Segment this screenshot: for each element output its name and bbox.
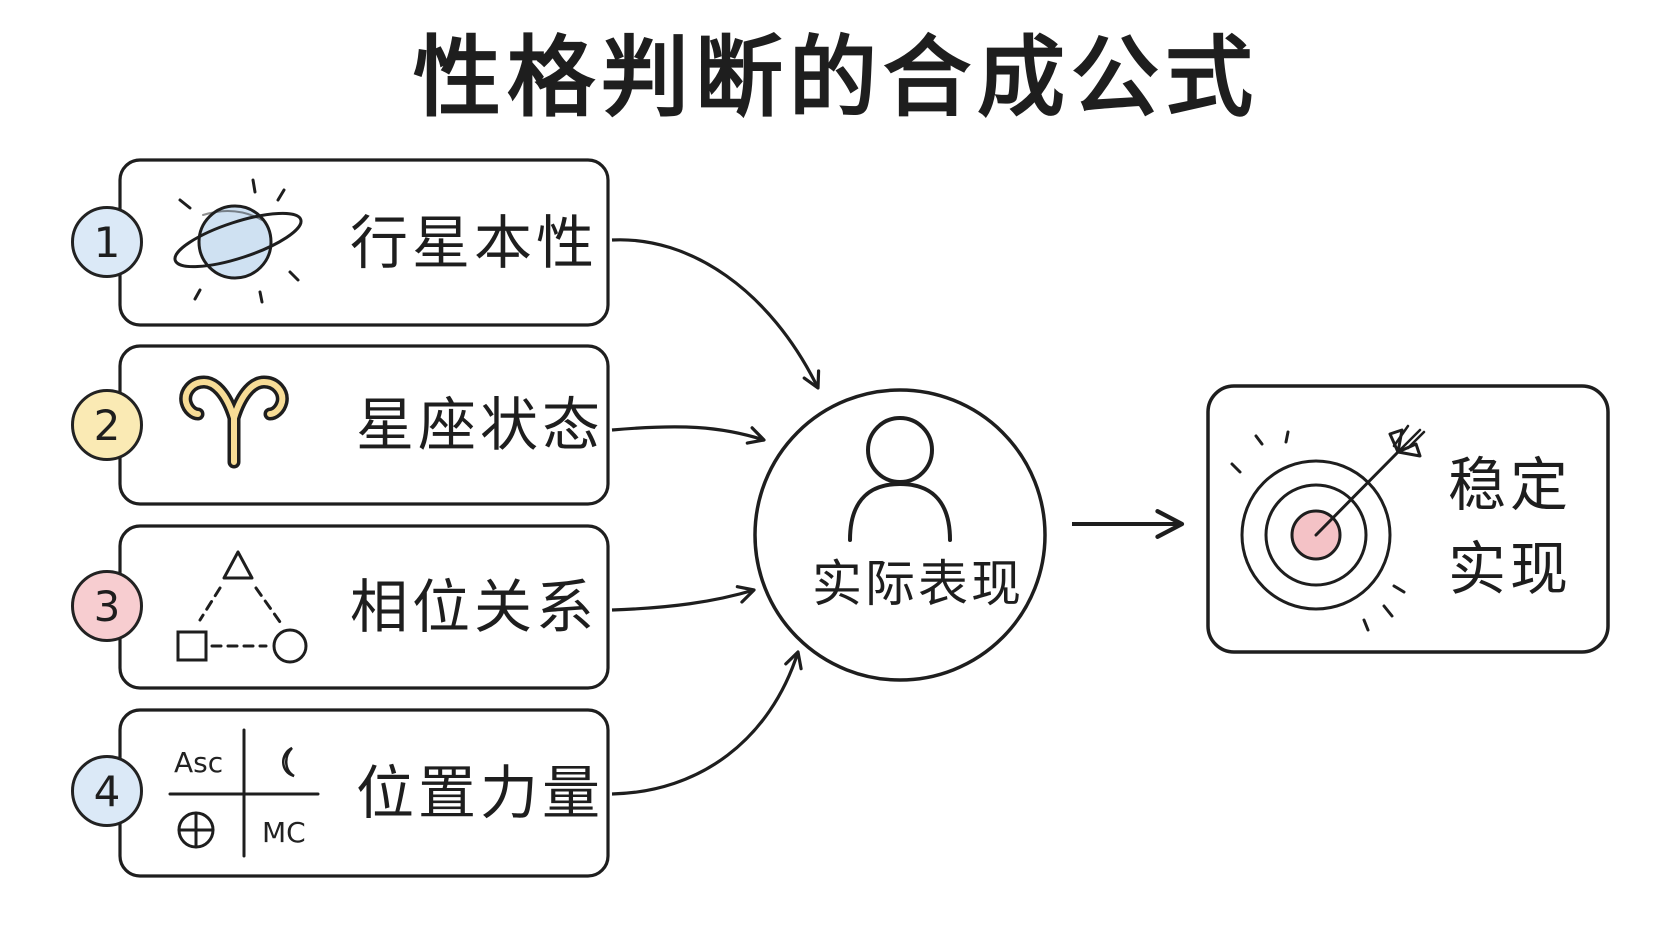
asc-label: Asc — [174, 746, 223, 779]
factor-4-label: 位置力量 — [356, 759, 605, 827]
factor-2-label: 星座状态 — [356, 391, 605, 459]
connector-factor-3 — [611, 585, 756, 612]
factor-2-number: 2 — [93, 400, 121, 450]
result-label-line-2: 实现 — [1448, 535, 1573, 603]
connector-factor-2 — [611, 425, 766, 445]
connector-factor-1 — [611, 238, 821, 390]
mc-label: MC — [262, 816, 306, 849]
factor-4-number: 4 — [93, 766, 121, 816]
connector-factor-4 — [611, 650, 803, 796]
factor-1-label: 行星本性 — [350, 209, 599, 277]
aspect-triangle-icon — [176, 550, 308, 664]
factor-3-number-badge: 3 — [71, 570, 143, 642]
factor-2-number-badge: 2 — [71, 389, 143, 461]
factor-1-number: 1 — [93, 217, 121, 267]
target-arrow-icon — [1230, 424, 1426, 632]
factor-1-number-badge: 1 — [71, 206, 143, 278]
person-icon — [848, 416, 952, 542]
center-circle — [753, 388, 1047, 682]
aries-glyph-icon — [179, 375, 289, 469]
diagram-title: 性格判断的合成公式 — [412, 26, 1259, 129]
factor-3-label: 相位关系 — [350, 573, 599, 641]
chart-quadrant-icon: Asc MC — [168, 728, 320, 858]
center-label: 实际表现 — [812, 555, 1024, 613]
planet-icon — [173, 178, 303, 304]
factor-3-number: 3 — [93, 581, 121, 631]
result-label-line-1: 稳定 — [1448, 451, 1573, 519]
factor-4-number-badge: 4 — [71, 755, 143, 827]
